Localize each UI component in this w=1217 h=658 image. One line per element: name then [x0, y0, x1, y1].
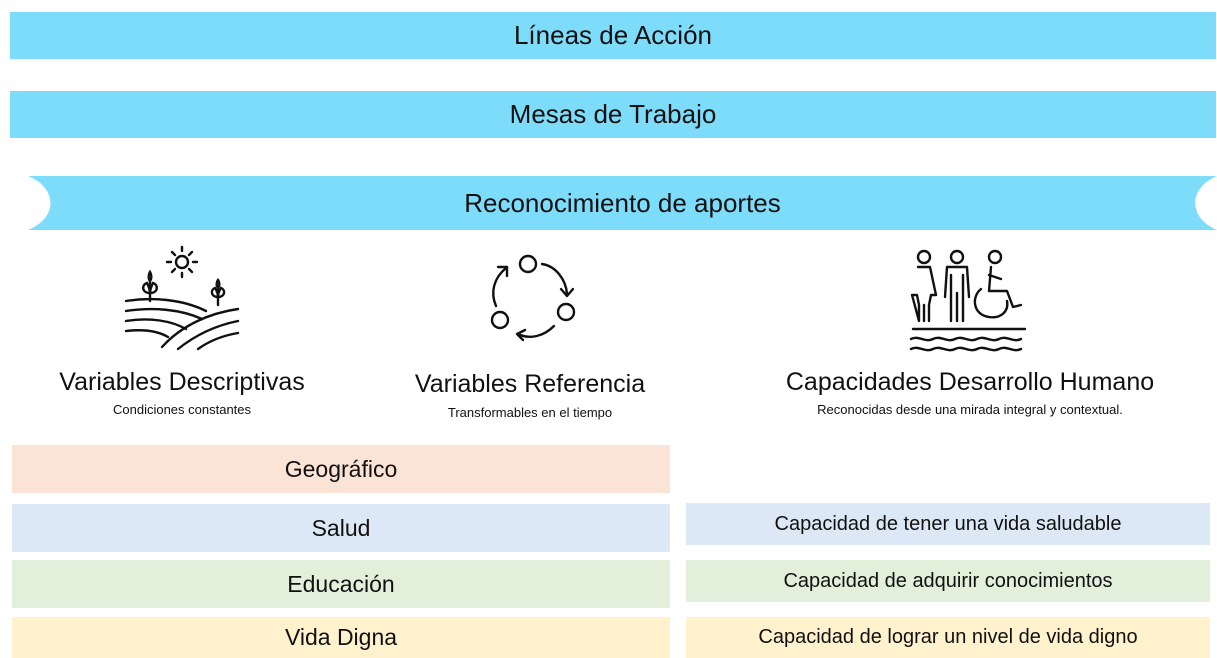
capacidad-vida-digna-label: Capacidad de lograr un nivel de vida dig…	[758, 626, 1138, 648]
row-educacion: Educación	[12, 560, 670, 608]
capacidad-vida-saludable-label: Capacidad de tener una vida saludable	[774, 512, 1122, 535]
row-vida-digna: Vida Digna	[12, 617, 670, 658]
capacidad-conocimientos: Capacidad de adquirir conocimientos	[686, 560, 1210, 602]
row-geografico: Geográfico	[12, 445, 670, 493]
reconocimiento-label: Reconocimiento de aportes	[464, 187, 781, 218]
capacidad-vida-digna: Capacidad de lograr un nivel de vida dig…	[686, 617, 1210, 658]
capacidades-desarrollo-humano-title: Capacidades Desarrollo Humano	[785, 368, 1155, 396]
mesas-de-trabajo-label: Mesas de Trabajo	[509, 99, 717, 129]
variables-descriptivas-subtitle: Condiciones constantes	[112, 402, 252, 417]
people-accessibility-icon	[909, 249, 1027, 352]
landscape-sun-icon	[124, 245, 240, 351]
capacidades-desarrollo-humano-subtitle: Reconocidas desde una mirada integral y …	[817, 402, 1123, 417]
reconocimiento-banner: Reconocimiento de aportes	[28, 176, 1217, 230]
row-geografico-label: Geográfico	[284, 455, 398, 482]
row-salud: Salud	[12, 504, 670, 552]
variables-referencia-subtitle: Transformables en el tiempo	[447, 405, 613, 420]
capacidad-conocimientos-label: Capacidad de adquirir conocimientos	[783, 569, 1113, 592]
banner-shape	[28, 176, 1217, 230]
row-educacion-label: Educación	[287, 570, 395, 597]
mesas-de-trabajo-band: Mesas de Trabajo	[10, 91, 1216, 138]
row-vida-digna-label: Vida Digna	[284, 624, 398, 650]
lineas-de-accion-band: Líneas de Acción	[10, 12, 1216, 59]
variables-referencia-title: Variables Referencia	[414, 370, 646, 398]
cycle-arrows-icon	[490, 254, 576, 342]
lineas-de-accion-label: Líneas de Acción	[513, 20, 713, 50]
variables-descriptivas-title: Variables Descriptivas	[59, 368, 305, 396]
row-salud-label: Salud	[311, 514, 371, 541]
capacidad-vida-saludable: Capacidad de tener una vida saludable	[686, 503, 1210, 545]
